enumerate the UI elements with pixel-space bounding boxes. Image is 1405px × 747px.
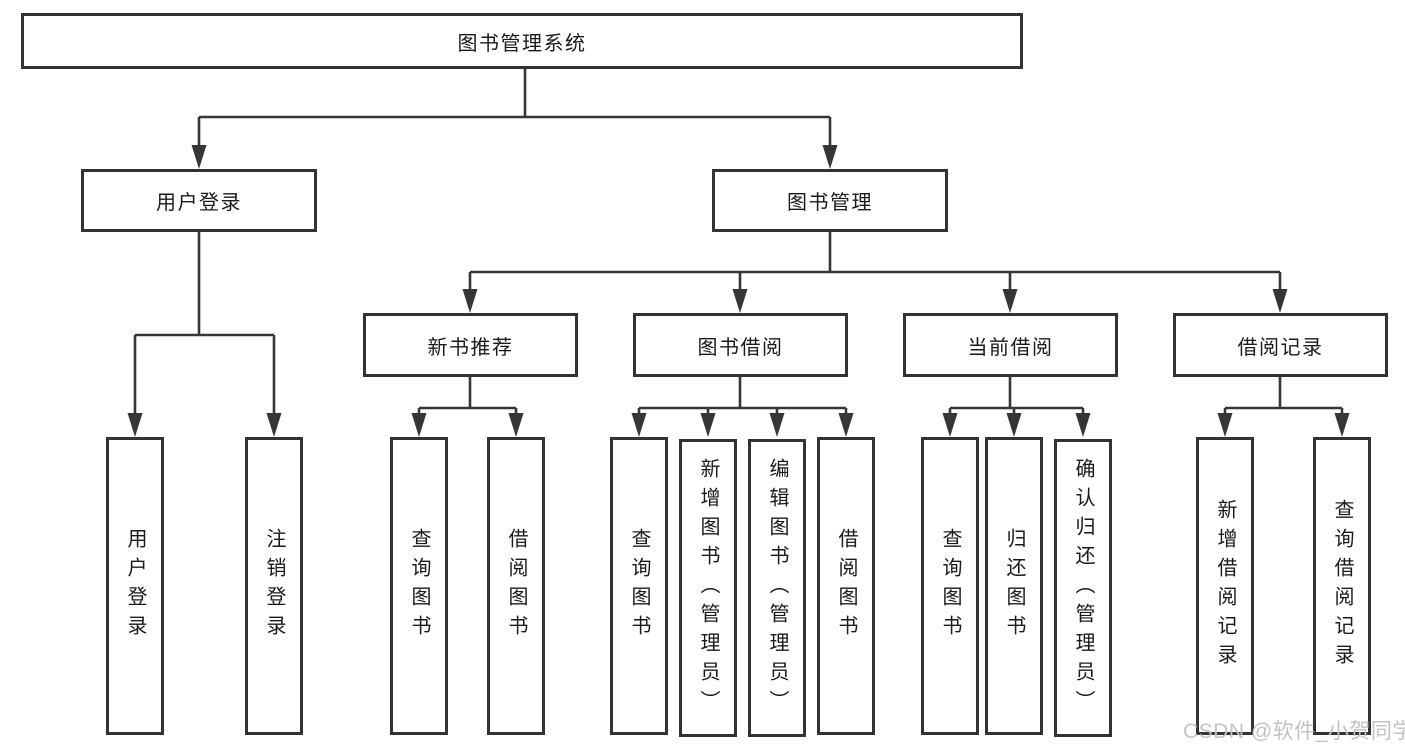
node-borrow-records: 借阅记录 xyxy=(1173,313,1388,377)
leaf-record-query-label: 查询借阅记录 xyxy=(1331,499,1353,673)
node-current-borrow-label: 当前借阅 xyxy=(967,336,1054,359)
node-book-borrow-label: 图书借阅 xyxy=(697,336,784,359)
leaf-borrow-add-admin-label: 新增图书（管理员） xyxy=(697,457,719,719)
node-book-management: 图书管理 xyxy=(712,169,948,232)
leaf-record-add-label: 新增借阅记录 xyxy=(1214,499,1236,673)
leaf-newbook-query: 查询图书 xyxy=(390,437,448,735)
node-book-borrow: 图书借阅 xyxy=(633,313,848,377)
leaf-borrow-query: 查询图书 xyxy=(610,437,668,735)
leaf-logout: 注销登录 xyxy=(245,437,303,735)
leaf-current-query-label: 查询图书 xyxy=(939,528,961,644)
leaf-user-login: 用户登录 xyxy=(106,437,164,735)
leaf-newbook-borrow-label: 借阅图书 xyxy=(505,528,527,644)
node-current-borrow: 当前借阅 xyxy=(903,313,1118,377)
leaf-current-return: 归还图书 xyxy=(985,437,1043,735)
leaf-logout-label: 注销登录 xyxy=(263,528,285,644)
leaf-newbook-query-label: 查询图书 xyxy=(408,528,430,644)
leaf-newbook-borrow: 借阅图书 xyxy=(487,437,545,735)
leaf-borrow-query-label: 查询图书 xyxy=(628,528,650,644)
leaf-record-query: 查询借阅记录 xyxy=(1313,437,1371,735)
leaf-borrow-borrow: 借阅图书 xyxy=(817,437,875,735)
leaf-borrow-borrow-label: 借阅图书 xyxy=(835,528,857,644)
csdn-watermark: CSDN @软件_小贺同学 xyxy=(1183,720,1405,743)
node-user-login: 用户登录 xyxy=(81,169,317,232)
leaf-record-add: 新增借阅记录 xyxy=(1196,437,1254,735)
leaf-current-query: 查询图书 xyxy=(921,437,979,735)
node-book-management-label: 图书管理 xyxy=(787,192,873,214)
leaf-current-confirm-admin-label: 确认归还（管理员） xyxy=(1072,457,1094,719)
node-root: 图书管理系统 xyxy=(21,13,1023,69)
leaf-user-login-label: 用户登录 xyxy=(124,528,146,644)
node-new-book-recommend-label: 新书推荐 xyxy=(427,336,514,359)
leaf-borrow-add-admin: 新增图书（管理员） xyxy=(679,439,737,737)
leaf-borrow-edit-admin: 编辑图书（管理员） xyxy=(748,439,806,737)
leaf-borrow-edit-admin-label: 编辑图书（管理员） xyxy=(766,457,788,719)
node-borrow-records-label: 借阅记录 xyxy=(1237,336,1324,359)
leaf-current-return-label: 归还图书 xyxy=(1003,528,1025,644)
node-new-book-recommend: 新书推荐 xyxy=(363,313,578,377)
leaf-current-confirm-admin: 确认归还（管理员） xyxy=(1054,439,1112,737)
node-root-label: 图书管理系统 xyxy=(457,32,587,55)
node-user-login-label: 用户登录 xyxy=(156,192,242,214)
